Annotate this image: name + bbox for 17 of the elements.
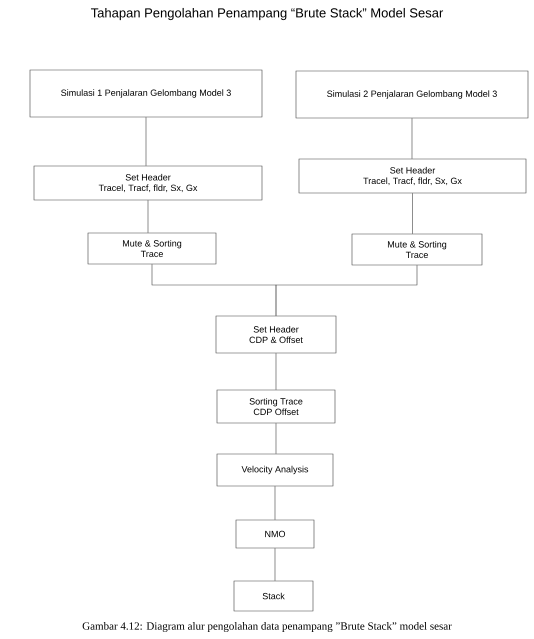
process-box: Set Header CDP & Offset [216,316,336,354]
process-box: Sorting Trace CDP Offset [216,390,336,424]
process-box: Simulasi 1 Penjalaran Gelombang Model 3 [30,70,262,118]
process-box: Stack [234,580,314,612]
connector-line [412,193,413,234]
connector-line [274,486,276,520]
process-box: Mute & Sorting Trace [352,234,482,266]
caption: Gambar 4.12: Diagram alur pengolahan data penampang ”Brute Stack” model sesar [82,622,452,632]
connector-line [276,265,418,316]
connector-line [274,548,276,581]
process-box: Velocity Analysis [216,454,334,486]
title: Tahapan Pengolahan Penampang “Brute Stack” Model Sesar [90,8,444,20]
process-box: Simulasi 2 Penjalaran Gelombang Model 3 [296,70,528,118]
process-box: Set Header Tracel, Tracf, fldr, Sx, Gx [34,166,262,200]
process-box: Set Header Tracel, Tracf, fldr, Sx, Gx [298,158,526,194]
process-box: NMO [236,520,314,548]
process-box: Mute & Sorting Trace [88,232,216,264]
